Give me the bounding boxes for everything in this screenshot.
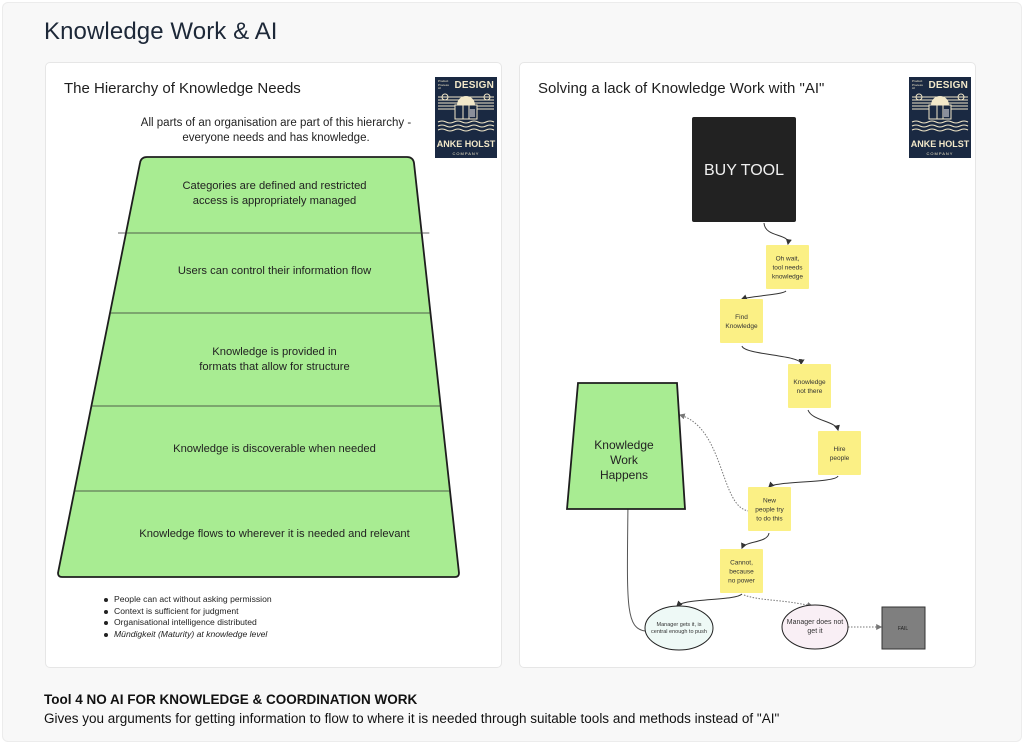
sticky-note-hire-people: Hire people — [818, 431, 861, 475]
hierarchy-title: The Hierarchy of Knowledge Needs — [64, 80, 301, 97]
fail-label: FAIL — [898, 626, 909, 632]
sticky-note-knowledge-not-there: Knowledge not there — [788, 364, 831, 408]
pyramid-level-line: Knowledge is provided in — [212, 346, 337, 358]
hierarchy-subtitle: All parts of an organisation are part of… — [140, 117, 412, 144]
pyramid-level-line: formats that allow for structure — [199, 361, 350, 373]
ai-flow-card: Solving a lack of Knowledge Work with "A… — [519, 62, 976, 668]
logo-illustration-icon — [437, 93, 495, 132]
pyramid-level-line: Users can control their information flow — [177, 264, 372, 277]
sticky-note-cannot: Cannot, because no power — [720, 549, 763, 593]
footer-title: Tool 4 NO AI FOR KNOWLEDGE & COORDINATIO… — [44, 692, 418, 707]
pyramid-level-2: Users can control their information flow — [46, 264, 503, 279]
connector-notthere-to-hire — [807, 409, 840, 432]
kwh-line: Knowledge — [594, 438, 654, 452]
manager-not-line: Manager does not — [787, 619, 843, 626]
sticky-note-oh-wait: Oh wait, tool needs knowledge — [766, 245, 809, 289]
sticky-note-text: Cannot, — [730, 560, 753, 567]
pyramid-level-line: Knowledge flows to wherever it is needed… — [139, 527, 410, 540]
pyramid-level-line: Knowledge is discoverable when needed — [173, 442, 376, 455]
pyramid-level-line: access is appropriately managed — [192, 195, 357, 207]
sticky-note-bg — [766, 245, 809, 289]
sticky-note-new-people: New people try to do this — [748, 487, 791, 531]
sticky-note-bg — [720, 549, 763, 593]
kwh-line: Happens — [600, 468, 648, 482]
pyramid-level-3: Knowledge is provided in formats that all… — [46, 345, 503, 375]
pyramid-shape — [57, 156, 460, 578]
manager-gets-line: central enough to push — [651, 629, 707, 635]
sticky-note-text: Knowledge — [725, 323, 758, 330]
manager-gets-it-node — [644, 605, 714, 651]
sticky-note-text: New — [763, 498, 776, 505]
outcome-bullets: People can act without asking permission… — [104, 594, 272, 640]
connector-manager-gets-to-kwh — [624, 499, 646, 632]
bullet-item: People can act without asking permission — [104, 594, 272, 606]
logo-illustration-icon — [911, 93, 969, 132]
pyramid-level-line: Categories are defined and restricted — [182, 180, 367, 192]
anke-holst-logo: Product Process AI DESIGN ANKE HOLST COM… — [435, 77, 497, 158]
sticky-note-text: Find — [735, 314, 748, 321]
manager-not-node — [781, 604, 849, 650]
buy-tool-label: BUY TOOL — [704, 162, 784, 179]
fail-box — [881, 606, 926, 650]
connector-find-to-notthere — [741, 345, 805, 366]
sticky-note-text: to do this — [756, 516, 783, 523]
connector-cannot-to-manager-gets — [676, 593, 743, 607]
knowledge-work-happens-shape — [566, 382, 686, 510]
sticky-note-bg — [818, 431, 861, 475]
sticky-note-text: Hire — [834, 446, 846, 453]
sticky-note-text: because — [729, 569, 754, 576]
bullet-item: Context is sufficient for judgment — [104, 606, 272, 618]
connector-cannot-to-manager-not — [743, 594, 814, 608]
connector-hire-to-newpeople — [768, 475, 839, 488]
manager-gets-line: Manager gets it, is — [657, 622, 702, 628]
connector-ohwait-to-find — [740, 290, 787, 301]
bullet-item: Organisational intelligence distributed — [104, 617, 272, 629]
sticky-note-text: Oh wait, — [776, 256, 800, 263]
sticky-note-text: not there — [797, 388, 823, 395]
pyramid-level-4: Knowledge is discoverable when needed — [46, 442, 503, 457]
pyramid-level-1: Categories are defined and restricted acc… — [46, 179, 503, 209]
hierarchy-card: The Hierarchy of Knowledge Needs Product… — [45, 62, 502, 668]
footer-description: Gives you arguments for getting informat… — [44, 711, 780, 726]
knowledge-pyramid — [57, 156, 460, 578]
sticky-note-text: no power — [728, 578, 756, 585]
sticky-note-bg — [748, 487, 791, 531]
sticky-note-text: tool needs — [773, 265, 804, 272]
connector-buy-to-ohwait — [763, 222, 792, 246]
sticky-note-text: people — [830, 455, 850, 462]
sticky-note-text: people try — [755, 507, 784, 514]
manager-not-line: get it — [807, 628, 822, 635]
page-title: Knowledge Work & AI — [44, 18, 278, 45]
sticky-note-text: Knowledge — [793, 379, 826, 386]
sticky-note-text: knowledge — [772, 274, 803, 281]
sticky-note-bg — [720, 299, 763, 343]
pyramid-level-5: Knowledge flows to wherever it is needed… — [46, 527, 503, 542]
ai-flow-diagram: BUY TOOL Knowledge Work Happens Oh wait,… — [566, 117, 926, 651]
connector-newpeople-to-cannot — [741, 532, 770, 550]
buy-tool-box — [692, 117, 796, 222]
kwh-line: Work — [610, 453, 639, 467]
bullet-item: Mündigkeit (Maturity) at knowledge level — [104, 629, 272, 641]
sticky-note-bg — [788, 364, 831, 408]
connector-newpeople-to-kwh — [678, 413, 750, 512]
ai-flow-title: Solving a lack of Knowledge Work with "A… — [538, 80, 825, 97]
anke-holst-logo: Product Process AI DESIGN ANKE HOLST COM… — [909, 77, 971, 158]
